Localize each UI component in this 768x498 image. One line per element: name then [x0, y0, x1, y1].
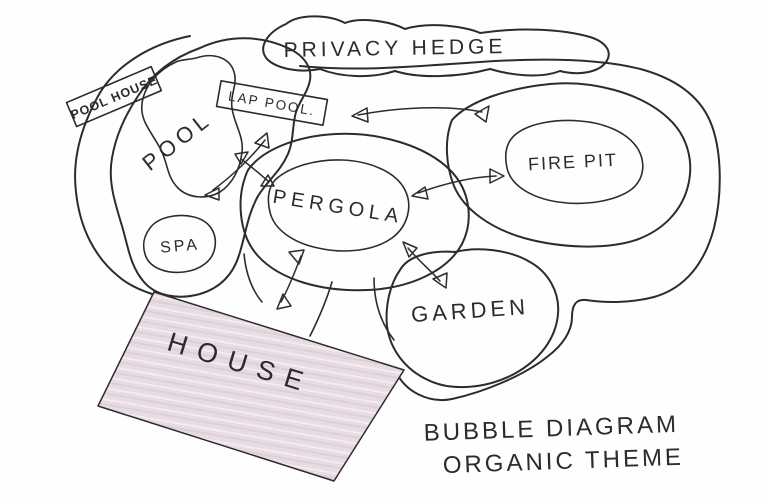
- arrow-pool-pergola: [234, 151, 275, 187]
- path-wall-right: [309, 281, 333, 337]
- pool-bubble: [140, 54, 244, 198]
- site-boundary-right: [299, 58, 721, 401]
- privacy-hedge-bubble: [262, 15, 610, 78]
- arrow-pergola-fire-pit: [411, 168, 505, 200]
- arrow-pergola-garden: [402, 241, 448, 289]
- site-boundary-left: [74, 35, 191, 295]
- pergola-area-outline: [239, 132, 470, 292]
- pergola-bubble: [267, 159, 410, 252]
- privacy-hedge-label: PRIVACY HEDGE: [283, 35, 506, 62]
- arrow-lap-pool-fire-pit-area: [351, 105, 490, 123]
- fire-pit-label: FIRE PIT: [528, 150, 619, 175]
- pool-area-outline: [109, 37, 312, 298]
- spa-bubble: [142, 214, 217, 274]
- house-shape: [97, 291, 405, 482]
- fire-pit-bubble: [504, 119, 644, 205]
- path-wall-garden-stem: [373, 277, 395, 341]
- fire-pit-area-outline: [445, 82, 692, 248]
- arrow-lap-pool-pool: [204, 132, 270, 201]
- garden-bubble: [385, 248, 560, 389]
- path-wall-left: [243, 253, 263, 303]
- spa-label: SPA: [159, 236, 200, 256]
- arrow-pergola-house: [276, 249, 305, 310]
